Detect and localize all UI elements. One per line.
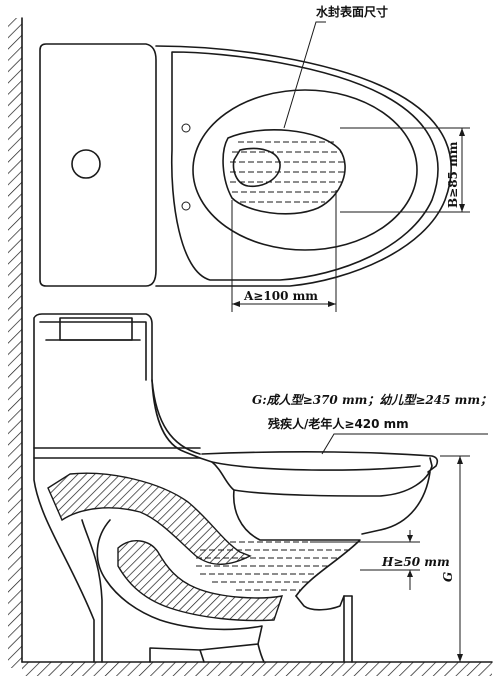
tank-section — [33, 313, 201, 459]
dim-h-label: H≥50 mm — [381, 555, 450, 569]
bowl-rim-top — [201, 451, 439, 473]
plan-view — [39, 21, 470, 312]
drain-outline — [232, 147, 281, 188]
seat-opening — [192, 89, 418, 251]
trapway-hatched-lower — [117, 540, 284, 622]
section-view — [33, 313, 439, 663]
flush-button-icon — [71, 149, 101, 179]
dim-a-label: A≥100 mm — [243, 289, 318, 303]
section-dimensions — [310, 433, 488, 662]
bowl-outer-shell — [33, 457, 95, 663]
floor — [21, 661, 493, 676]
wall — [8, 17, 23, 668]
dim-g-label-line2: 残疾人/老年人≥420 mm — [268, 416, 409, 431]
tank-outline — [39, 43, 157, 287]
water-surface-outline — [222, 129, 346, 215]
bolt-hole-icon — [181, 123, 191, 133]
trap-outlet — [96, 519, 263, 663]
bowl-rim-profile — [199, 457, 433, 497]
water-seal-label: 水封表面尺寸 — [316, 4, 388, 19]
dim-b-label: B≥85 mm — [446, 141, 460, 208]
bowl-interior-wall — [232, 489, 361, 597]
bowl-front-foot — [295, 595, 345, 663]
bolt-hole-icon — [181, 201, 191, 211]
seat-inner-rim — [170, 51, 439, 281]
seat-outer-outline — [155, 45, 452, 287]
trapway-hatched-body — [47, 472, 252, 565]
dim-g-short-label: G — [441, 572, 455, 582]
water-dashes-plan — [230, 141, 345, 203]
dim-g-label-line1: G:成人型≥370 mm；幼儿型≥245 mm； — [252, 393, 492, 407]
